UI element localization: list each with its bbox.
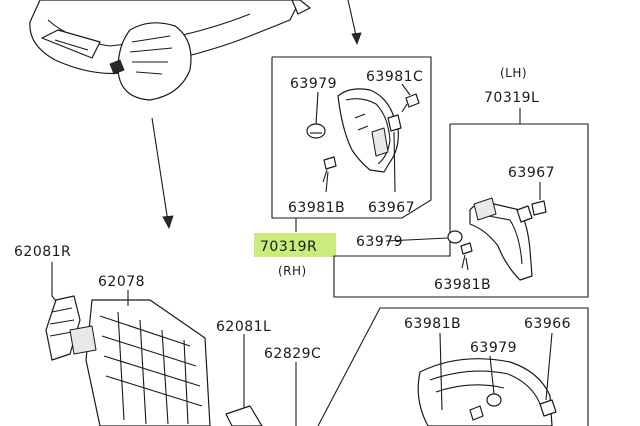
part-highlight xyxy=(254,233,336,257)
part-label-62081r: 62081R xyxy=(14,244,71,260)
side-label-lh: (LH) xyxy=(500,66,527,80)
part-label-63981c: 63981C xyxy=(366,69,423,85)
part-label-63981b-lower: 63981B xyxy=(404,316,461,332)
rh-bracket-box xyxy=(271,56,432,232)
part-label-63966: 63966 xyxy=(524,316,571,332)
lower-bracket-box xyxy=(317,307,589,426)
part-label-63967: 63967 xyxy=(368,200,415,216)
part-label-63981b: 63981B xyxy=(288,200,345,216)
part-label-63979-lh: 63979 xyxy=(356,234,403,250)
part-label-70319r[interactable]: 70319R xyxy=(260,239,317,255)
side-label-rh: (RH) xyxy=(278,264,307,278)
dashboard-assembly xyxy=(29,0,311,101)
part-label-63981b-lh: 63981B xyxy=(434,277,491,293)
lh-bracket-box xyxy=(333,108,589,298)
part-label-63979-lower: 63979 xyxy=(470,340,517,356)
duct-frame-assembly xyxy=(45,262,297,426)
part-label-62829c: 62829C xyxy=(264,346,321,362)
part-label-62081l: 62081L xyxy=(216,319,271,335)
part-label-63979: 63979 xyxy=(290,76,337,92)
part-label-63967-lh: 63967 xyxy=(508,165,555,181)
leader-arrows xyxy=(151,0,362,229)
part-label-70319l: 70319L xyxy=(484,90,539,106)
part-label-62078: 62078 xyxy=(98,274,145,290)
